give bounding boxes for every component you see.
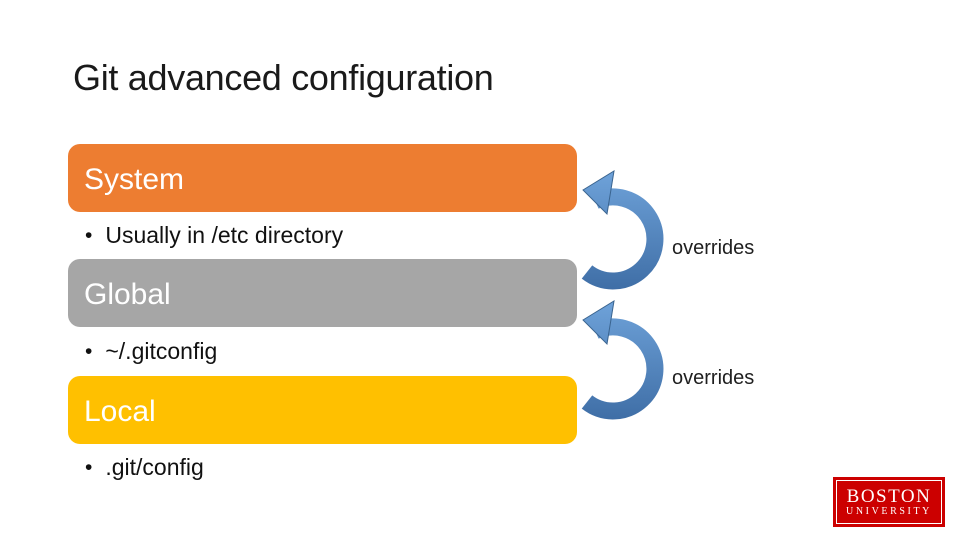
level-label-global: Global bbox=[84, 278, 171, 311]
slide-title: Git advanced configuration bbox=[73, 57, 494, 98]
bullet-dot-icon: • bbox=[85, 224, 93, 247]
level-label-system: System bbox=[84, 163, 185, 196]
override-arrow-global-to-system bbox=[581, 170, 664, 290]
level-detail-text: .git/config bbox=[105, 454, 204, 480]
boston-university-logo: BOSTON UNIVERSITY bbox=[833, 477, 945, 527]
level-label-local: Local bbox=[84, 395, 156, 428]
level-bar-system: System bbox=[68, 144, 577, 212]
arrowhead-icon bbox=[582, 170, 615, 216]
override-arrow-local-to-global bbox=[581, 300, 664, 420]
level-bar-local: Local bbox=[68, 376, 577, 444]
level-detail-global: • ~/.gitconfig bbox=[68, 327, 577, 376]
level-detail-local: • .git/config bbox=[68, 444, 577, 491]
level-detail-system: • Usually in /etc directory bbox=[68, 212, 577, 259]
overrides-label-2: overrides bbox=[672, 367, 755, 389]
logo-text-boston: BOSTON bbox=[846, 485, 932, 507]
bullet-dot-icon: • bbox=[85, 456, 93, 479]
level-bar-global: Global bbox=[68, 259, 577, 327]
bullet-dot-icon: • bbox=[85, 340, 93, 363]
level-detail-text: ~/.gitconfig bbox=[105, 338, 218, 364]
arrowhead-icon bbox=[582, 300, 615, 346]
logo-text-university: UNIVERSITY bbox=[846, 506, 932, 518]
overrides-label-1: overrides bbox=[672, 237, 755, 259]
boston-university-logo-frame: BOSTON UNIVERSITY bbox=[836, 480, 942, 524]
level-detail-text: Usually in /etc directory bbox=[105, 222, 344, 248]
